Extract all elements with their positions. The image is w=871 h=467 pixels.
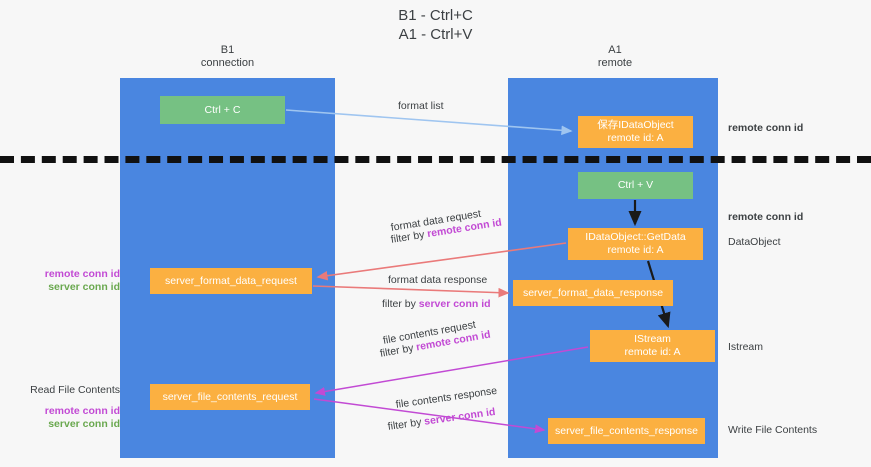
filter-prefix-fdresp: filter by xyxy=(382,298,419,310)
lane-header-a1: A1 remote xyxy=(545,44,685,70)
filter-key-fcresp: server conn id xyxy=(423,405,497,428)
edge-label-format-list: format list xyxy=(398,100,444,112)
node-data-object-label: 保存IDataObject xyxy=(597,119,674,131)
node-ctrl-c[interactable]: Ctrl + C xyxy=(160,96,285,124)
legend-right-remote-conn-id-mid: remote conn id xyxy=(728,211,804,223)
filter-prefix-fcresp: filter by xyxy=(387,415,426,433)
legend-left-middle-server-conn-id: server conn id xyxy=(48,281,120,293)
legend-right-remote-conn-id-top: remote conn id xyxy=(728,122,804,134)
node-server-file-contents-response[interactable]: server_file_contents_response xyxy=(548,418,705,444)
node-data-object-sub: remote id: A xyxy=(607,132,664,144)
legend-right-write-file-contents: Write File Contents xyxy=(728,424,818,436)
legend-left-middle: remote conn id server conn id xyxy=(20,268,120,294)
filter-key-fdresp: server conn id xyxy=(418,298,491,310)
edge-format-data-response xyxy=(312,285,510,298)
node-ctrl-v-label: Ctrl + V xyxy=(617,179,654,191)
node-istream-label: IStream xyxy=(634,333,671,345)
lane-header-a1-line2: remote xyxy=(597,57,633,69)
node-server-format-data-response-label: server_format_data_response xyxy=(522,286,664,299)
node-get-data-sub: remote id: A xyxy=(607,244,664,256)
lane-header-b1-line1: B1 xyxy=(220,44,235,56)
legend-right-istream: Istream xyxy=(728,341,764,353)
node-server-file-contents-request[interactable]: server_file_contents_request xyxy=(150,384,310,410)
node-server-format-data-response[interactable]: server_format_data_response xyxy=(513,280,673,306)
node-istream-sub: remote id: A xyxy=(624,346,681,358)
phase-divider xyxy=(0,156,871,163)
node-get-data-label: IDataObject::GetData xyxy=(585,231,686,243)
title-line-1: B1 - Ctrl+C xyxy=(398,7,473,24)
legend-left-bottom-remote-conn-id: remote conn id xyxy=(44,405,120,417)
edge-label-format-data-response-filter: filter by server conn id xyxy=(382,298,491,311)
node-ctrl-c-label: Ctrl + C xyxy=(204,103,241,116)
lane-header-b1: B1 connection xyxy=(150,44,305,70)
node-server-format-data-request[interactable]: server_format_data_request xyxy=(150,268,312,294)
title-line-2: A1 - Ctrl+V xyxy=(398,26,473,43)
node-server-file-contents-response-label: server_file_contents_response xyxy=(554,424,698,437)
node-get-data[interactable]: IDataObject::GetData remote id: A xyxy=(568,228,703,260)
node-server-format-data-request-label: server_format_data_request xyxy=(165,274,297,287)
diagram-title: B1 - Ctrl+C A1 - Ctrl+V xyxy=(0,6,871,44)
legend-left-bottom-server-conn-id: server conn id xyxy=(48,418,120,430)
node-istream[interactable]: IStream remote id: A xyxy=(590,330,715,362)
node-ctrl-v[interactable]: Ctrl + V xyxy=(578,172,693,199)
node-server-file-contents-request-label: server_file_contents_request xyxy=(162,390,298,403)
node-data-object[interactable]: 保存IDataObject remote id: A xyxy=(578,116,693,148)
legend-left-bottom: Read File Contents remote conn id server… xyxy=(8,384,120,431)
edge-label-format-data-response: format data response xyxy=(388,274,488,286)
lane-header-a1-line1: A1 xyxy=(608,44,622,56)
legend-left-middle-remote-conn-id: remote conn id xyxy=(44,268,120,280)
legend-read-file-contents: Read File Contents xyxy=(30,384,120,396)
legend-right-data-object: DataObject xyxy=(728,236,781,248)
lane-header-b1-line2: connection xyxy=(200,57,255,69)
